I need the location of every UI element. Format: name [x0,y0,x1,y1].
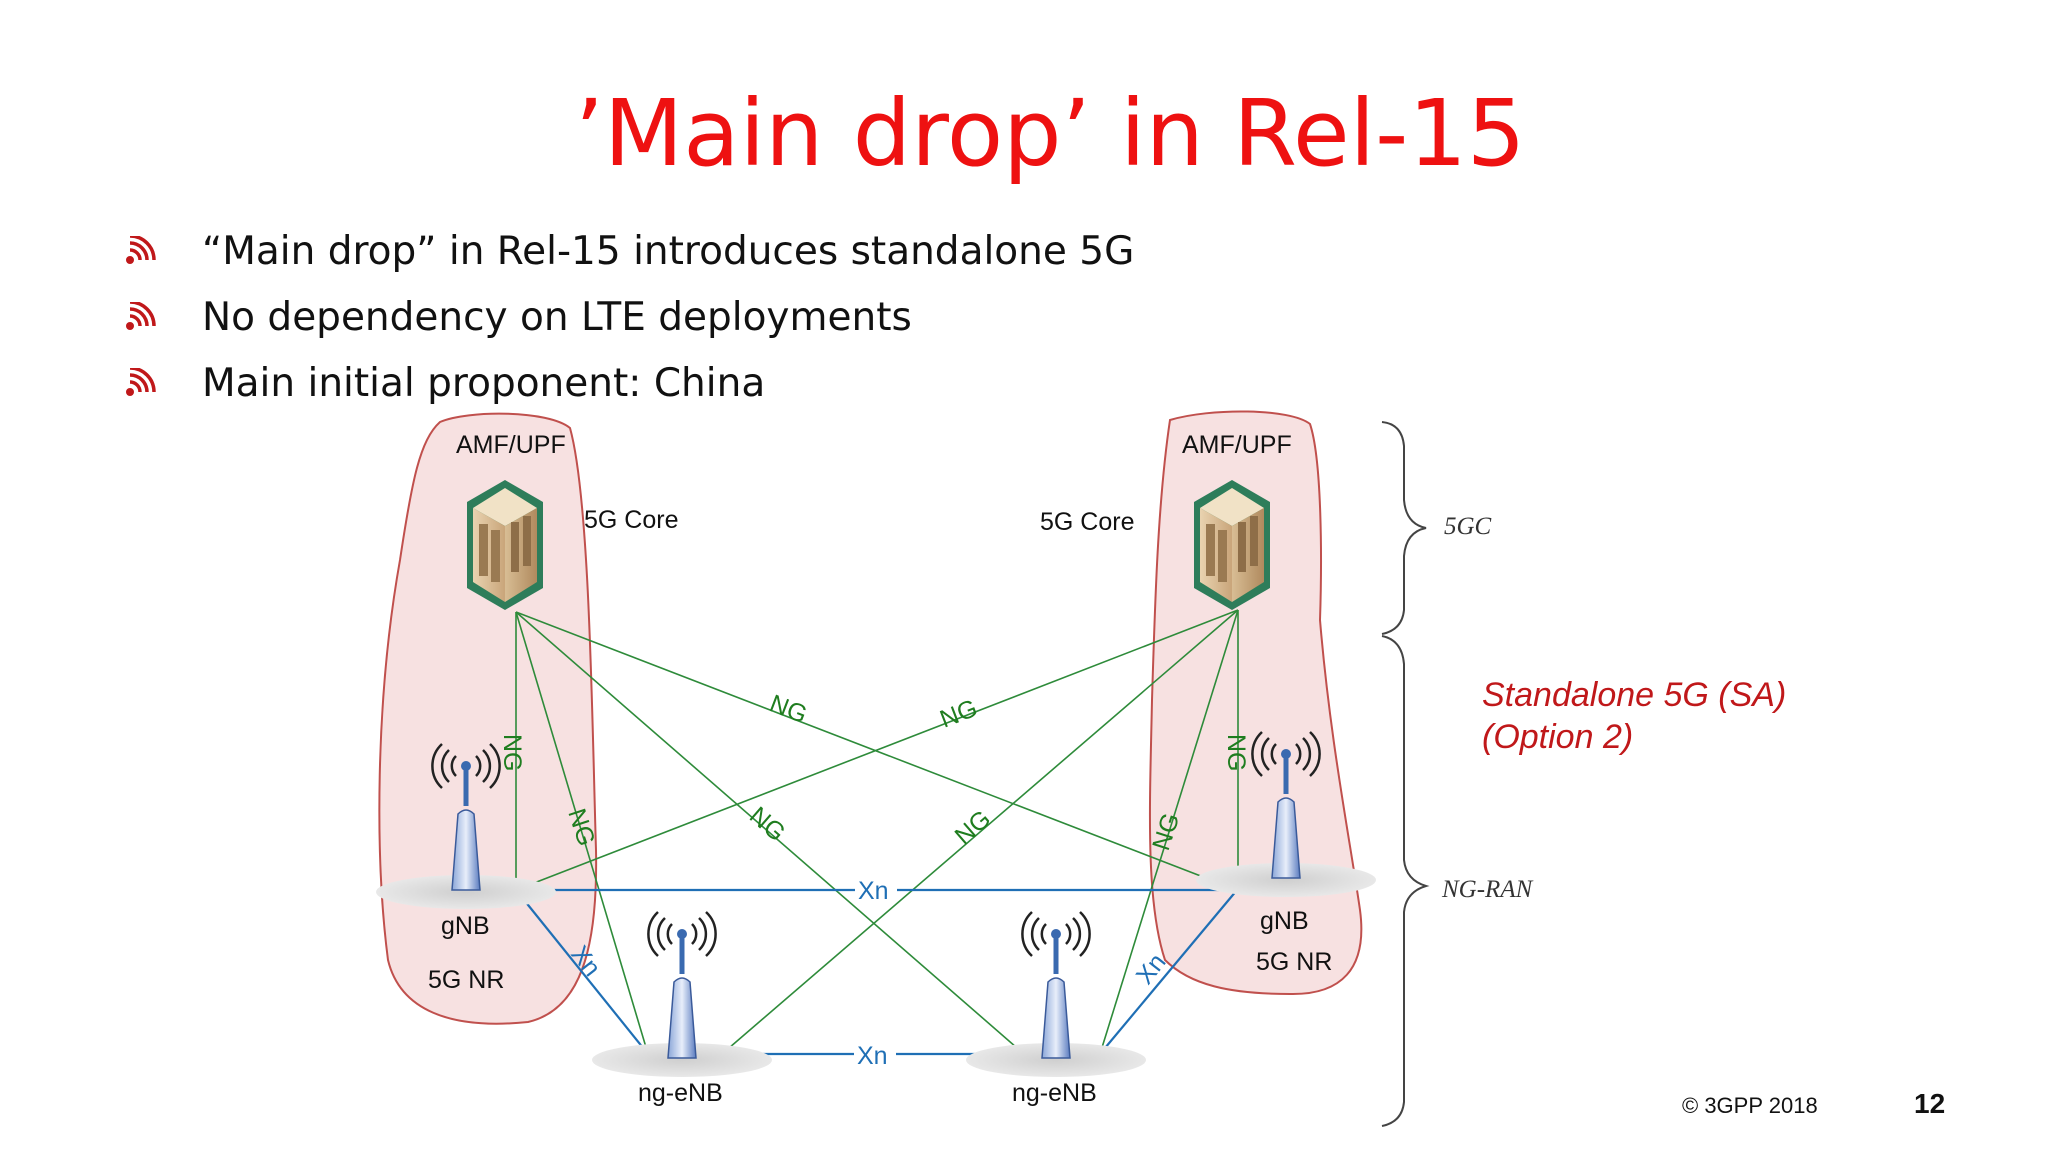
xn-label: Xn [857,1042,888,1070]
ng-label: NG [744,801,791,847]
signal-arc-icon [126,368,156,396]
ng-label: NG [936,694,981,734]
left-gnb-label: gNB [441,912,490,940]
bullet-item: Main initial proponent: China [124,354,1134,420]
core-brace-label: 5GC [1444,513,1492,540]
xn-label: Xn [858,877,889,905]
bullet-text: “Main drop” in Rel-15 introduces standal… [202,229,1135,274]
ng-label: NG [950,805,997,851]
right-core-server-icon [1194,480,1270,610]
right-ngenb-label: ng-eNB [1012,1079,1097,1107]
copyright-notice: © 3GPP 2018 [1682,1093,1818,1118]
bullet-text: No dependency on LTE deployments [202,295,912,340]
ran-brace [1381,635,1430,1127]
left-core-server-icon [467,480,543,610]
standalone-mode-line2: (Option 2) [1482,718,1634,756]
bullet-list: “Main drop” in Rel-15 introduces standal… [124,222,1134,420]
right-core-side-label: 5G Core [1040,508,1134,536]
ng-label: NG [1222,734,1250,772]
right-gnb-sublabel: 5G NR [1256,948,1332,976]
right-gnb-label: gNB [1260,907,1309,935]
bullet-item: “Main drop” in Rel-15 introduces standal… [124,222,1134,288]
signal-arc-icon [126,302,156,330]
bullet-item: No dependency on LTE deployments [124,288,1134,354]
standalone-mode-line1: Standalone 5G (SA) [1482,676,1787,714]
left-core-top-label: AMF/UPF [456,431,566,459]
ng-links [515,609,1239,1055]
slide-title: ’Main drop’ in Rel-15 [574,80,1526,187]
left-gnb-sublabel: 5G NR [428,966,504,994]
ran-brace-label: NG-RAN [1442,876,1533,903]
left-ngenb-label: ng-eNB [638,1079,723,1107]
bullet-text: Main initial proponent: China [202,361,766,406]
left-core-side-label: 5G Core [584,506,678,534]
left-ngenb-antenna-icon [592,912,772,1077]
page-number: 12 [1914,1088,1946,1119]
right-core-top-label: AMF/UPF [1182,431,1292,459]
signal-arc-icon [126,236,156,264]
core-brace [1381,421,1427,635]
ng-label: NG [498,734,526,772]
standalone-mode-label: Standalone 5G (SA) (Option 2) [1482,674,1786,758]
